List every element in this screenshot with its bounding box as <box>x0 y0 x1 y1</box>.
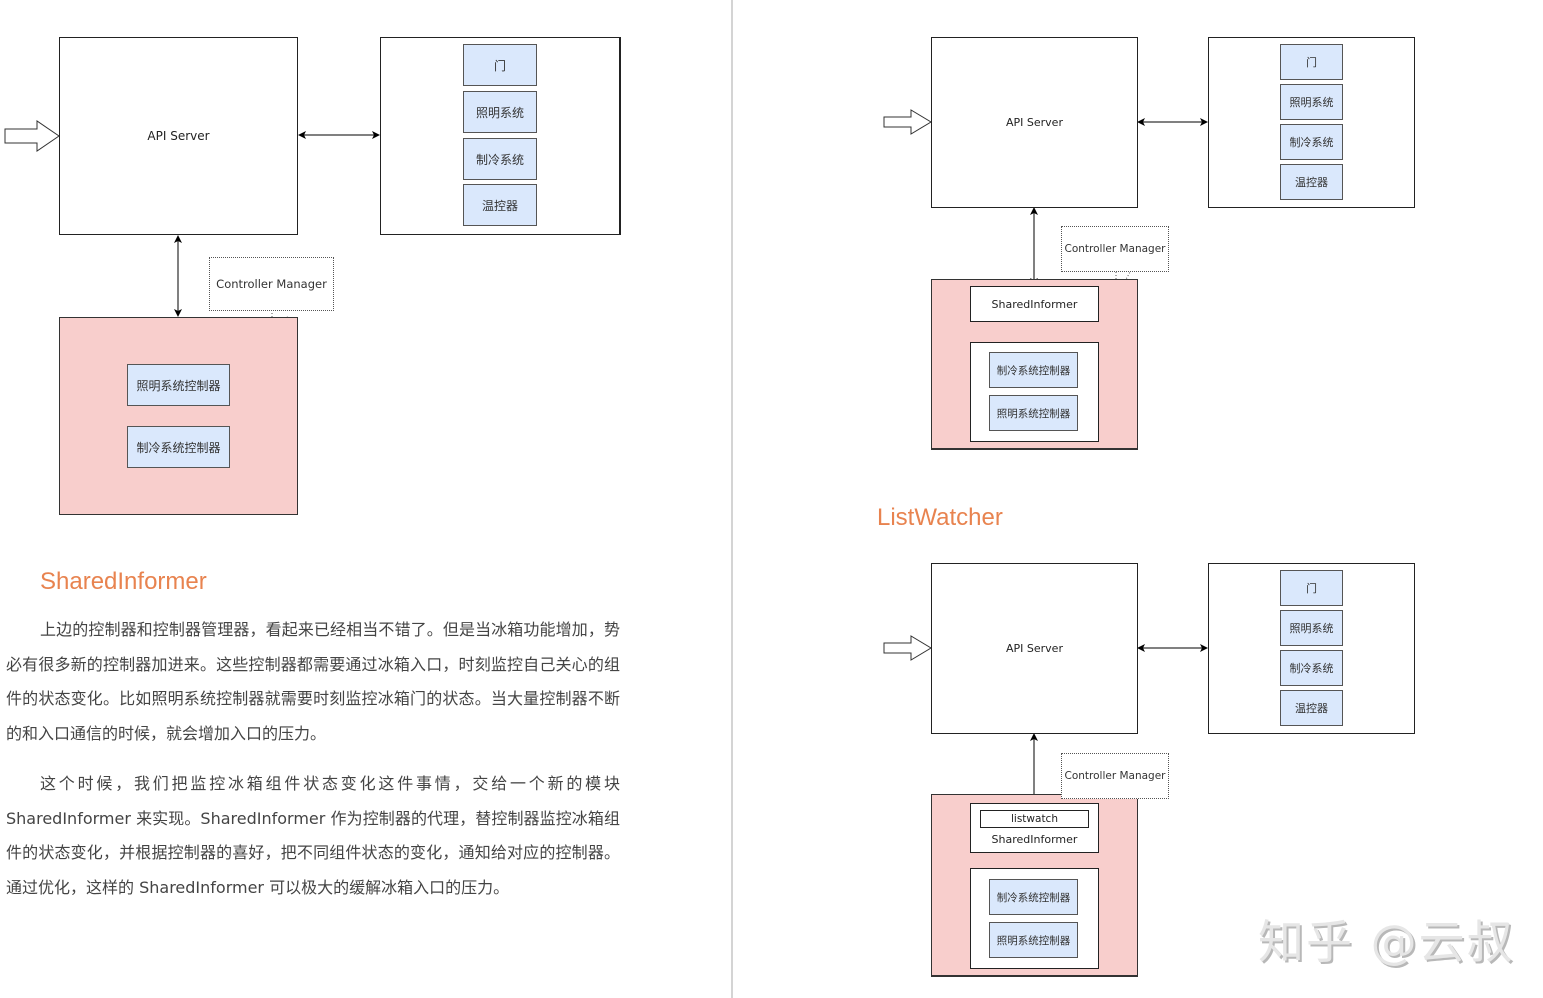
component-thermostat: 温控器 <box>1280 164 1343 200</box>
api-server-label: API Server <box>1006 642 1063 655</box>
component-cooling: 制冷系统 <box>463 138 537 180</box>
component-door: 门 <box>463 44 537 86</box>
controller-lighting: 照明系统控制器 <box>989 922 1078 958</box>
controller-lighting: 照明系统控制器 <box>989 395 1078 431</box>
section-heading-sharedinformer: SharedInformer <box>40 568 207 595</box>
api-server-box: API Server <box>931 37 1138 208</box>
shared-informer-box: SharedInformer <box>970 286 1099 322</box>
paragraph-1: 上边的控制器和控制器管理器，看起来已经相当不错了。但是当冰箱功能增加，势必有很多… <box>6 620 620 743</box>
input-arrow-icon <box>883 109 932 135</box>
shared-informer-label: SharedInformer <box>991 832 1078 846</box>
controller-manager-callout: Controller Manager <box>1061 753 1169 799</box>
watermark: 知乎 @云叔 <box>1258 915 1515 969</box>
controller-lighting: 照明系统控制器 <box>127 364 230 406</box>
component-door: 门 <box>1280 44 1343 80</box>
component-cooling: 制冷系统 <box>1280 650 1343 686</box>
paragraph-2: 这个时候，我们把监控冰箱组件状态变化这件事情，交给一个新的模块 SharedIn… <box>6 774 620 897</box>
section-heading-listwatcher: ListWatcher <box>877 504 1003 531</box>
api-server-label: API Server <box>147 129 210 143</box>
api-server-box: API Server <box>59 37 298 235</box>
component-thermostat: 温控器 <box>1280 690 1343 726</box>
controller-manager-callout: Controller Manager <box>1061 226 1169 272</box>
component-thermostat: 温控器 <box>463 184 537 226</box>
controller-manager-box <box>59 317 298 515</box>
component-lighting: 照明系统 <box>1280 84 1343 120</box>
controller-cooling: 制冷系统控制器 <box>989 879 1078 915</box>
page-divider <box>731 0 733 998</box>
component-lighting: 照明系统 <box>1280 610 1343 646</box>
listwatch-box: listwatch <box>980 810 1089 828</box>
shared-informer-label: SharedInformer <box>991 297 1078 311</box>
component-cooling: 制冷系统 <box>1280 124 1343 160</box>
api-server-box: API Server <box>931 563 1138 734</box>
component-door: 门 <box>1280 570 1343 606</box>
controller-manager-callout: Controller Manager <box>209 257 334 311</box>
controller-cooling: 制冷系统控制器 <box>127 426 230 468</box>
api-server-label: API Server <box>1006 116 1063 129</box>
input-arrow-icon <box>4 120 60 152</box>
listwatch-label: listwatch <box>1011 813 1058 825</box>
component-lighting: 照明系统 <box>463 91 537 133</box>
input-arrow-icon <box>883 635 932 661</box>
controller-cooling: 制冷系统控制器 <box>989 352 1078 388</box>
